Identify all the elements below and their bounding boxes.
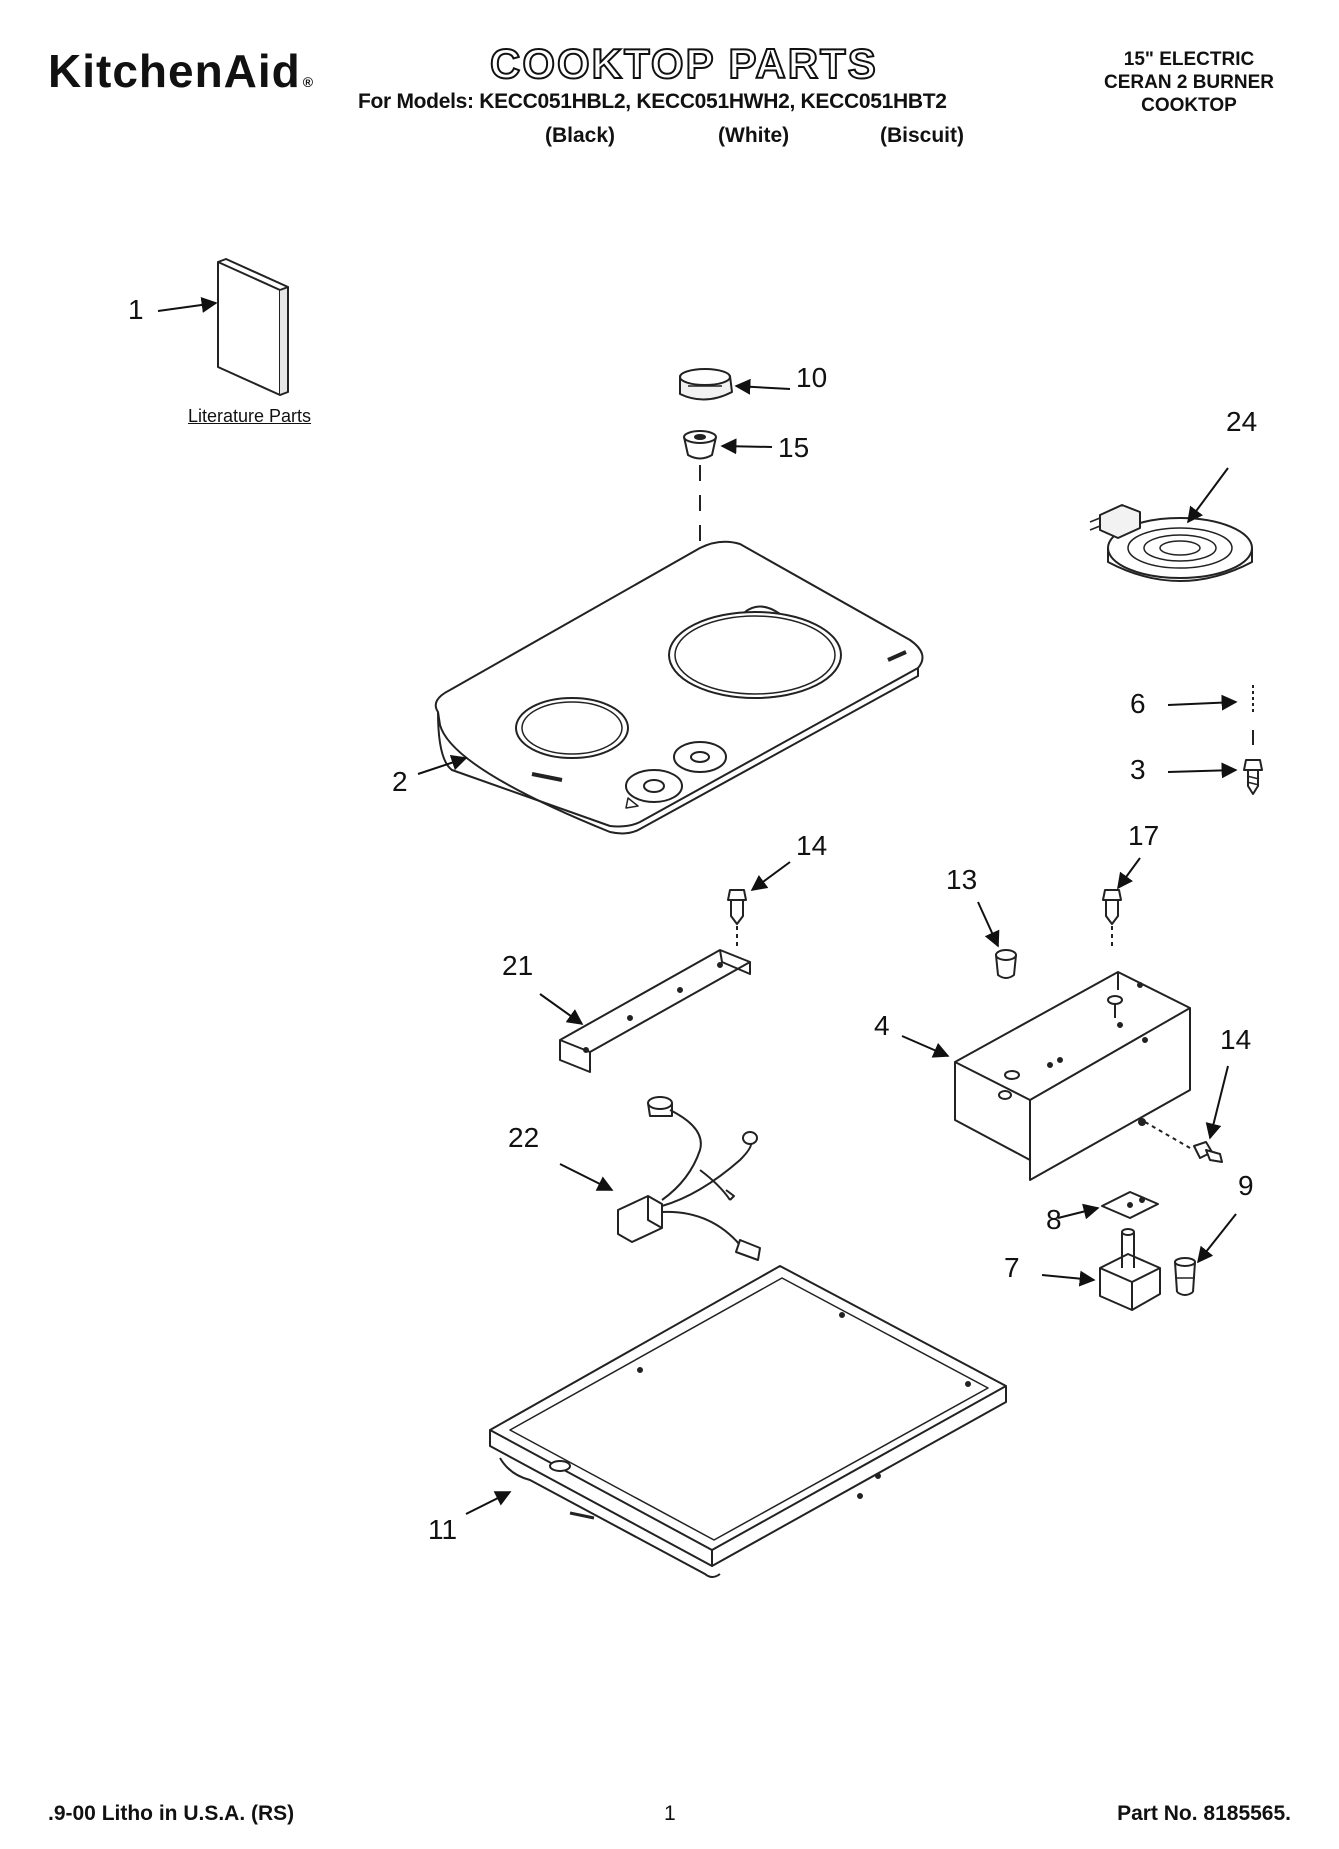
callout-24: 24 xyxy=(1226,406,1258,437)
control-knob xyxy=(679,368,733,401)
screw-17 xyxy=(1102,889,1122,950)
leader-21 xyxy=(539,993,584,1025)
callout-10: 10 xyxy=(796,362,828,393)
leader-11 xyxy=(465,1491,512,1515)
callout-4: 4 xyxy=(874,1010,890,1041)
callout-11: 11 xyxy=(428,1514,458,1545)
screw-3 xyxy=(1243,759,1263,795)
finish-black: (Black) xyxy=(545,124,616,147)
callout-15: 15 xyxy=(778,432,810,463)
product-description: 15" ELECTRIC CERAN 2 BURNER COOKTOP xyxy=(1079,48,1299,117)
literature-parts-label: Literature Parts xyxy=(188,406,312,426)
finish-biscuit: (Biscuit) xyxy=(880,124,964,147)
screw-14b xyxy=(1193,1141,1223,1163)
callout-8: 8 xyxy=(1046,1204,1062,1235)
leader-7 xyxy=(1041,1270,1096,1287)
leader-1 xyxy=(157,297,218,313)
finish-white: (White) xyxy=(718,124,790,147)
leader-24 xyxy=(1187,467,1229,524)
leader-9 xyxy=(1197,1213,1237,1264)
leader-4 xyxy=(901,1035,950,1058)
mounting-bracket xyxy=(559,949,751,1073)
leader-10 xyxy=(734,378,791,395)
callout-3: 3 xyxy=(1130,754,1146,785)
infinite-switch xyxy=(1099,1228,1161,1311)
callout-2: 2 xyxy=(392,766,408,797)
leader-15 xyxy=(720,438,773,455)
radiant-element xyxy=(1089,504,1253,582)
description-line-2: CERAN 2 BURNER xyxy=(1104,72,1274,93)
cooktop-base-tray xyxy=(489,1265,1007,1578)
callout-17: 17 xyxy=(1128,820,1160,851)
callout-13: 13 xyxy=(946,864,978,895)
description-line-3: COOKTOP xyxy=(1141,95,1237,116)
leader-8 xyxy=(1057,1203,1100,1220)
knob-bushing xyxy=(683,430,717,460)
leader-13 xyxy=(977,901,1000,948)
leader-6 xyxy=(1167,694,1238,711)
page-title: COOKTOP PARTS xyxy=(489,39,878,88)
kitchenaid-logo: KitchenAid® xyxy=(48,45,315,97)
page-number: 1 xyxy=(664,1802,676,1825)
shaft-extension xyxy=(1174,1257,1196,1296)
screw-14a xyxy=(727,889,747,950)
callout-1: 1 xyxy=(128,294,144,325)
description-line-1: 15" ELECTRIC xyxy=(1123,49,1255,70)
snap-plug xyxy=(995,949,1017,979)
leader-3 xyxy=(1167,762,1238,779)
leader-14a xyxy=(750,861,791,891)
leader-22 xyxy=(559,1163,614,1191)
callout-14-lower: 14 xyxy=(1220,1024,1252,1055)
callout-22: 22 xyxy=(508,1122,540,1153)
models-line: For Models: KECC051HBL2, KECC051HWH2, KE… xyxy=(358,90,947,113)
mounting-plate xyxy=(1101,1191,1159,1219)
wiring-harness xyxy=(617,1096,761,1261)
callout-7: 7 xyxy=(1004,1252,1020,1283)
callout-6: 6 xyxy=(1130,688,1146,719)
glass-cooktop xyxy=(434,540,924,835)
leader-17 xyxy=(1117,857,1141,890)
callout-9: 9 xyxy=(1238,1170,1254,1201)
litho-note: .9-00 Litho in U.S.A. (RS) xyxy=(48,1802,295,1825)
leader-14b xyxy=(1205,1065,1229,1140)
literature-booklet xyxy=(217,258,289,396)
part-number: Part No. 8185565. xyxy=(1117,1802,1291,1825)
control-box xyxy=(954,971,1191,1181)
registered-mark: ® xyxy=(302,74,315,90)
callout-21: 21 xyxy=(502,950,534,981)
leader-2 xyxy=(417,754,468,775)
callout-14-upper: 14 xyxy=(796,830,828,861)
